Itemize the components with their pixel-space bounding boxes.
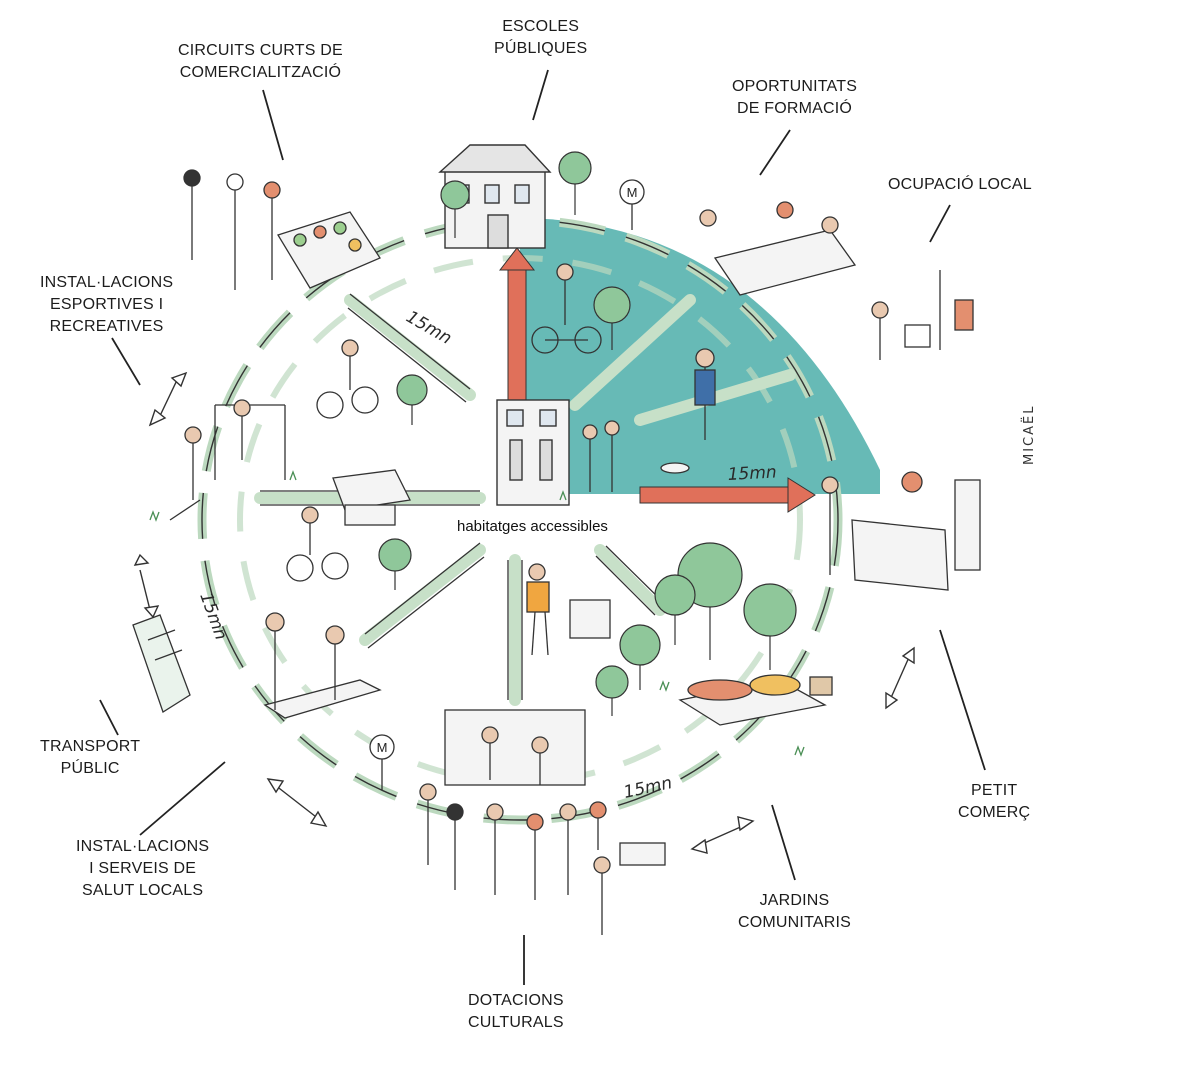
quadrant-figures: [582, 348, 716, 492]
central-housing-building: [496, 399, 570, 506]
label-habitatges-accessibles: habitatges accessibles: [455, 518, 610, 535]
kiosk: [332, 469, 411, 526]
grass: [149, 470, 805, 757]
double-arrow-w: [133, 553, 160, 619]
label-ocupacio-local: OCUPACIÓ LOCAL: [888, 176, 1032, 193]
time-label-ne: 15mn: [727, 462, 777, 485]
sports-scene: [169, 399, 286, 521]
metro-sign-top: M: [619, 179, 645, 230]
training-table-scene: [699, 201, 857, 296]
trees: [378, 151, 797, 716]
maintenance-worker: [526, 563, 611, 656]
picnic-scene: [678, 674, 833, 726]
transport-shelter: [132, 614, 191, 713]
market-stall: [277, 211, 381, 289]
shop-counter: [821, 471, 981, 591]
time-label-w: 15mn: [195, 590, 231, 643]
metro-sign-bottom: M: [369, 734, 395, 790]
metro-letter-top: M: [627, 185, 638, 200]
leader-lines: [99, 69, 986, 985]
metro-letter-bottom: M: [377, 740, 388, 755]
audience: [419, 783, 666, 935]
school-building: [438, 144, 552, 249]
double-arrow-sw: [266, 778, 328, 827]
double-arrow-nw: [148, 371, 188, 427]
cyclists: [286, 263, 602, 582]
double-arrow-s: [690, 816, 755, 854]
health-scene: [263, 612, 382, 719]
cultural-stage: [444, 709, 586, 786]
market-people: [183, 169, 281, 290]
double-arrow-e: [885, 646, 915, 710]
ring-double-arrows: [133, 371, 915, 854]
workshop-scene: [871, 270, 974, 360]
walk-arrow-up: [498, 247, 536, 419]
walk-arrow-right: [639, 477, 816, 513]
artist-signature: MICAËL: [1022, 404, 1037, 465]
